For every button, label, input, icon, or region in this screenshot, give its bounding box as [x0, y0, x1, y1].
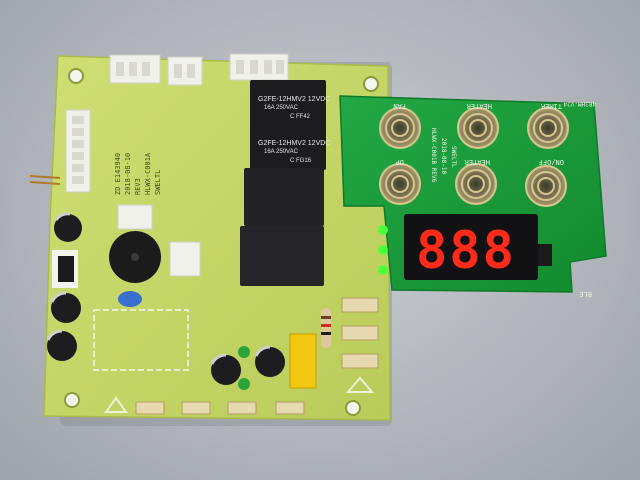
label-up: UP [396, 158, 404, 166]
mount-hole [68, 68, 84, 84]
capacitor-bottom-2 [254, 345, 285, 377]
relay-1-line3: C FF42 [290, 114, 311, 120]
connector-small [117, 204, 153, 230]
display-silk-top: 4R3HM-V24 [563, 100, 596, 107]
silk-date: 2018-08-10 [124, 153, 132, 195]
capacitor-left-2 [50, 291, 81, 323]
relay-2-line3: C FG16 [290, 158, 312, 164]
mount-hole [64, 392, 80, 408]
relay-2-line1: G2FE-12HMV2 12VDC [258, 140, 330, 147]
capacitor-left-1 [54, 212, 82, 242]
spring-button-up [379, 163, 421, 205]
silk-id: ZD E143940 [114, 153, 122, 195]
terminal [341, 353, 379, 369]
spring-button-heater-bottom [455, 163, 497, 205]
connector-top-2 [167, 56, 203, 86]
silk-model: HLWX-C001A [144, 152, 152, 195]
spring-button-heater-top [457, 107, 499, 149]
relay-2-line2: 16A 250VAC [264, 149, 299, 155]
relay-1: G2FE-12HMV2 12VDC 16A 250VAC C FF42 [250, 80, 330, 126]
display-silk-ble: BLE [579, 290, 592, 298]
spring-button-fan [379, 107, 421, 149]
terminal [181, 401, 211, 415]
connector-mid [169, 241, 201, 277]
spring-button-onoff [525, 165, 567, 207]
relay-4 [240, 226, 324, 286]
main-silk-text: ZD E143940 2018-08-10 REV3 HLWX-C001A SW… [114, 152, 162, 195]
capacitor-bottom-1 [210, 353, 241, 385]
connector-left [65, 109, 91, 193]
terminal [341, 325, 379, 341]
terminal [135, 401, 165, 415]
blue-capacitor [118, 291, 142, 307]
label-heater-top: HEATER [466, 102, 492, 110]
relay-1-line1: G2FE-12HMV2 12VDC [258, 96, 330, 103]
seven-segment-display: 888 [404, 214, 538, 281]
led-1 [378, 225, 388, 235]
mount-hole [345, 400, 361, 416]
display-silk-name: SWELTL [450, 146, 457, 168]
display-silk-date: 2018-08-10 [440, 138, 447, 175]
relay-3 [244, 168, 324, 226]
warning-triangle-icon [345, 376, 375, 393]
connector-top-3 [229, 53, 289, 81]
label-timer: TIMER [540, 102, 562, 110]
label-onoff: ON/OFF [539, 158, 564, 166]
spring-button-timer [527, 107, 569, 149]
transformer-outline [93, 309, 189, 371]
ir-receiver [538, 244, 552, 266]
label-fan: FAN [393, 102, 406, 110]
led-2 [378, 245, 388, 255]
warning-triangle-icon [104, 396, 128, 413]
silk-name: SWELTL [154, 170, 162, 195]
connector-top-1 [109, 54, 161, 84]
main-pcb: ZD E143940 2018-08-10 REV3 HLWX-C001A SW… [29, 53, 391, 421]
mount-hole [363, 76, 379, 92]
terminal [227, 401, 257, 415]
resistor [321, 308, 331, 348]
display-digits: 888 [416, 221, 516, 281]
relay-2: G2FE-12HMV2 12VDC 16A 250VAC C FG16 [250, 124, 330, 170]
label-heater-bottom: HEATER [464, 158, 490, 166]
silk-rev: REV3 [134, 178, 142, 195]
led-3 [378, 265, 388, 275]
display-pcb: FAN HEATER TIMER UP HEATER ON/OFF HLWX-C… [339, 95, 607, 298]
display-silk-model: HLWX-C001B REV6 [430, 128, 437, 183]
relay-1-line2: 16A 250VAC [264, 105, 299, 111]
terminal [341, 297, 379, 313]
terminal [275, 401, 305, 415]
capacitor-left-3 [46, 329, 77, 361]
yellow-capacitor [289, 333, 317, 389]
